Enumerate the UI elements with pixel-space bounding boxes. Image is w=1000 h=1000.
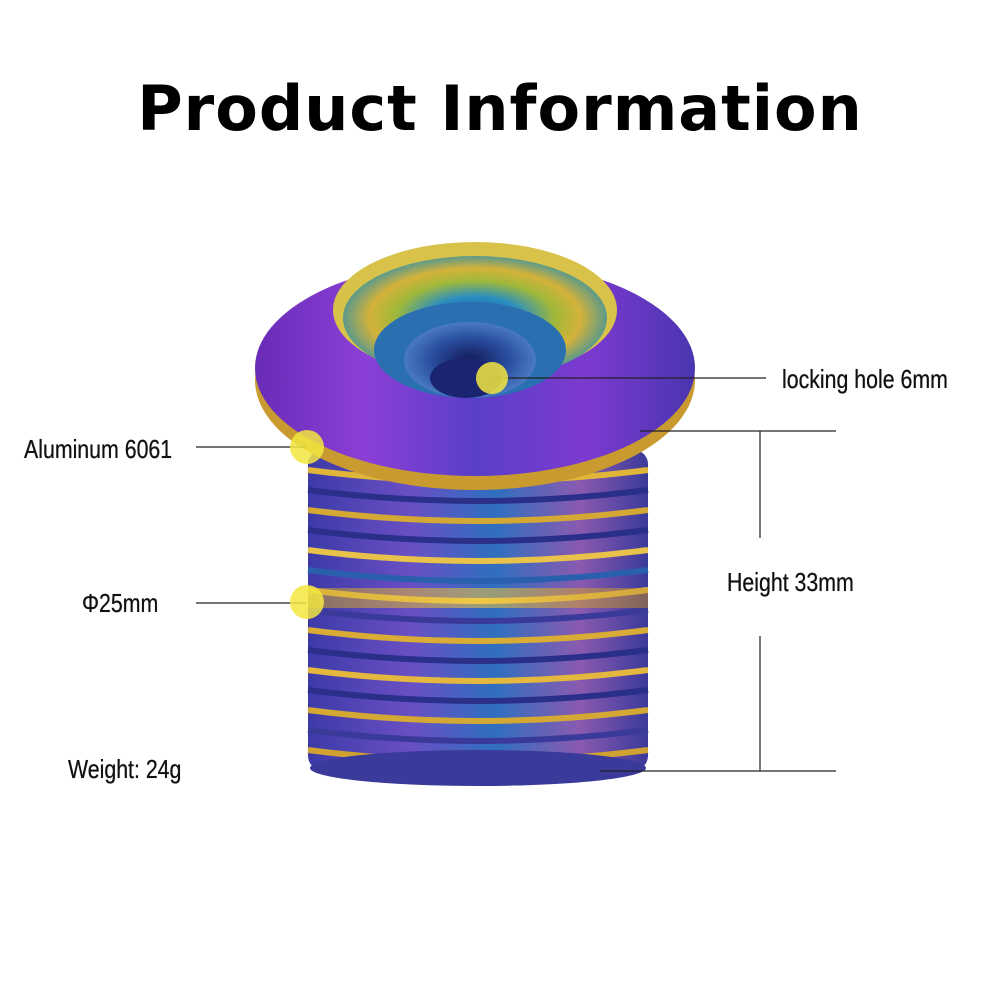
label-material: Aluminum 6061 bbox=[24, 434, 173, 464]
threaded-body bbox=[307, 450, 649, 786]
marker-diameter bbox=[290, 585, 324, 619]
label-weight: Weight: 24g bbox=[68, 754, 182, 784]
label-height: Height 33mm bbox=[727, 567, 854, 597]
label-diameter: Φ25mm bbox=[82, 588, 159, 618]
marker-locking-hole bbox=[476, 362, 508, 394]
markers bbox=[290, 362, 508, 619]
page-title: Product Information bbox=[137, 72, 863, 145]
flange-rim bbox=[255, 242, 695, 490]
callout-lines bbox=[196, 377, 836, 772]
marker-material bbox=[290, 430, 324, 464]
label-locking-hole: locking hole 6mm bbox=[782, 364, 948, 394]
